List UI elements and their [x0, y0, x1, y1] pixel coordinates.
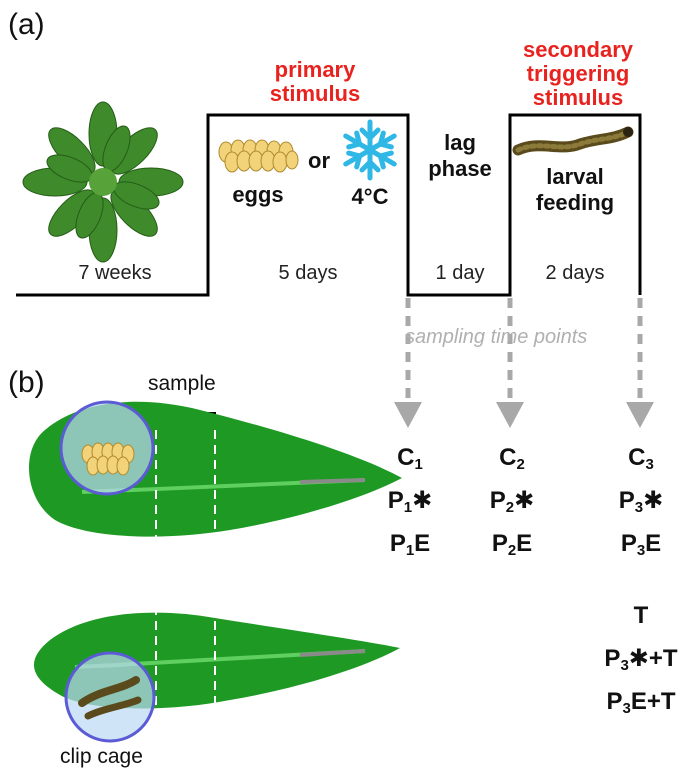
group-1-p-star: P1✱ — [387, 487, 433, 516]
cold-label: 4°C — [351, 184, 389, 209]
group-2-p-star: P2✱ — [489, 487, 535, 516]
sampling-dashed-lines — [405, 298, 643, 408]
sampling-arrowheads — [394, 402, 654, 428]
group-3-p-e: P3E — [620, 530, 662, 559]
duration-3: 1 day — [435, 262, 485, 284]
group-4-p-e-t: P3E+T — [606, 688, 676, 717]
or-label: or — [308, 148, 330, 173]
lag-phase-label: lag phase — [428, 130, 492, 181]
caterpillar-icon — [512, 126, 634, 156]
group-2-c: C2 — [499, 444, 525, 473]
duration-1: 7 weeks — [78, 262, 152, 284]
panel-a-label: (a) — [8, 8, 45, 41]
leaf-bottom — [33, 606, 401, 743]
group-1-p-e: P1E — [389, 530, 431, 559]
duration-4: 2 days — [545, 262, 605, 284]
clip-cage-label: clip cage — [60, 745, 143, 768]
group-2-p-e: P2E — [491, 530, 533, 559]
sampling-time-points-label: sampling time points — [405, 326, 588, 348]
group-1: C1 P1✱ P1E — [365, 440, 455, 569]
group-4: T P3✱+T P3E+T — [578, 598, 697, 727]
primary-stimulus-label: primary stimulus — [269, 57, 361, 106]
secondary-stimulus-label: secondary triggering stimulus — [522, 37, 634, 110]
group-4-p-star-t: P3✱+T — [604, 645, 678, 674]
eggs-cluster-icon — [218, 139, 299, 173]
duration-2: 5 days — [278, 262, 338, 284]
snowflake-icon — [343, 119, 397, 181]
leaf-top — [28, 400, 403, 538]
group-1-c: C1 — [397, 444, 423, 473]
larval-feeding-label: larval feeding — [535, 164, 615, 215]
group-3: C3 P3✱ P3E — [596, 440, 686, 569]
panel-b-label: (b) — [8, 366, 45, 399]
group-3-p-star: P3✱ — [618, 487, 664, 516]
group-4-t: T — [633, 602, 649, 629]
timeline-line — [16, 113, 642, 297]
group-2: C2 P2✱ P2E — [467, 440, 557, 569]
eggs-label: eggs — [232, 182, 284, 207]
sample-label: sample — [148, 372, 216, 395]
group-3-c: C3 — [628, 444, 654, 473]
plant-rosette-icon — [22, 101, 184, 263]
